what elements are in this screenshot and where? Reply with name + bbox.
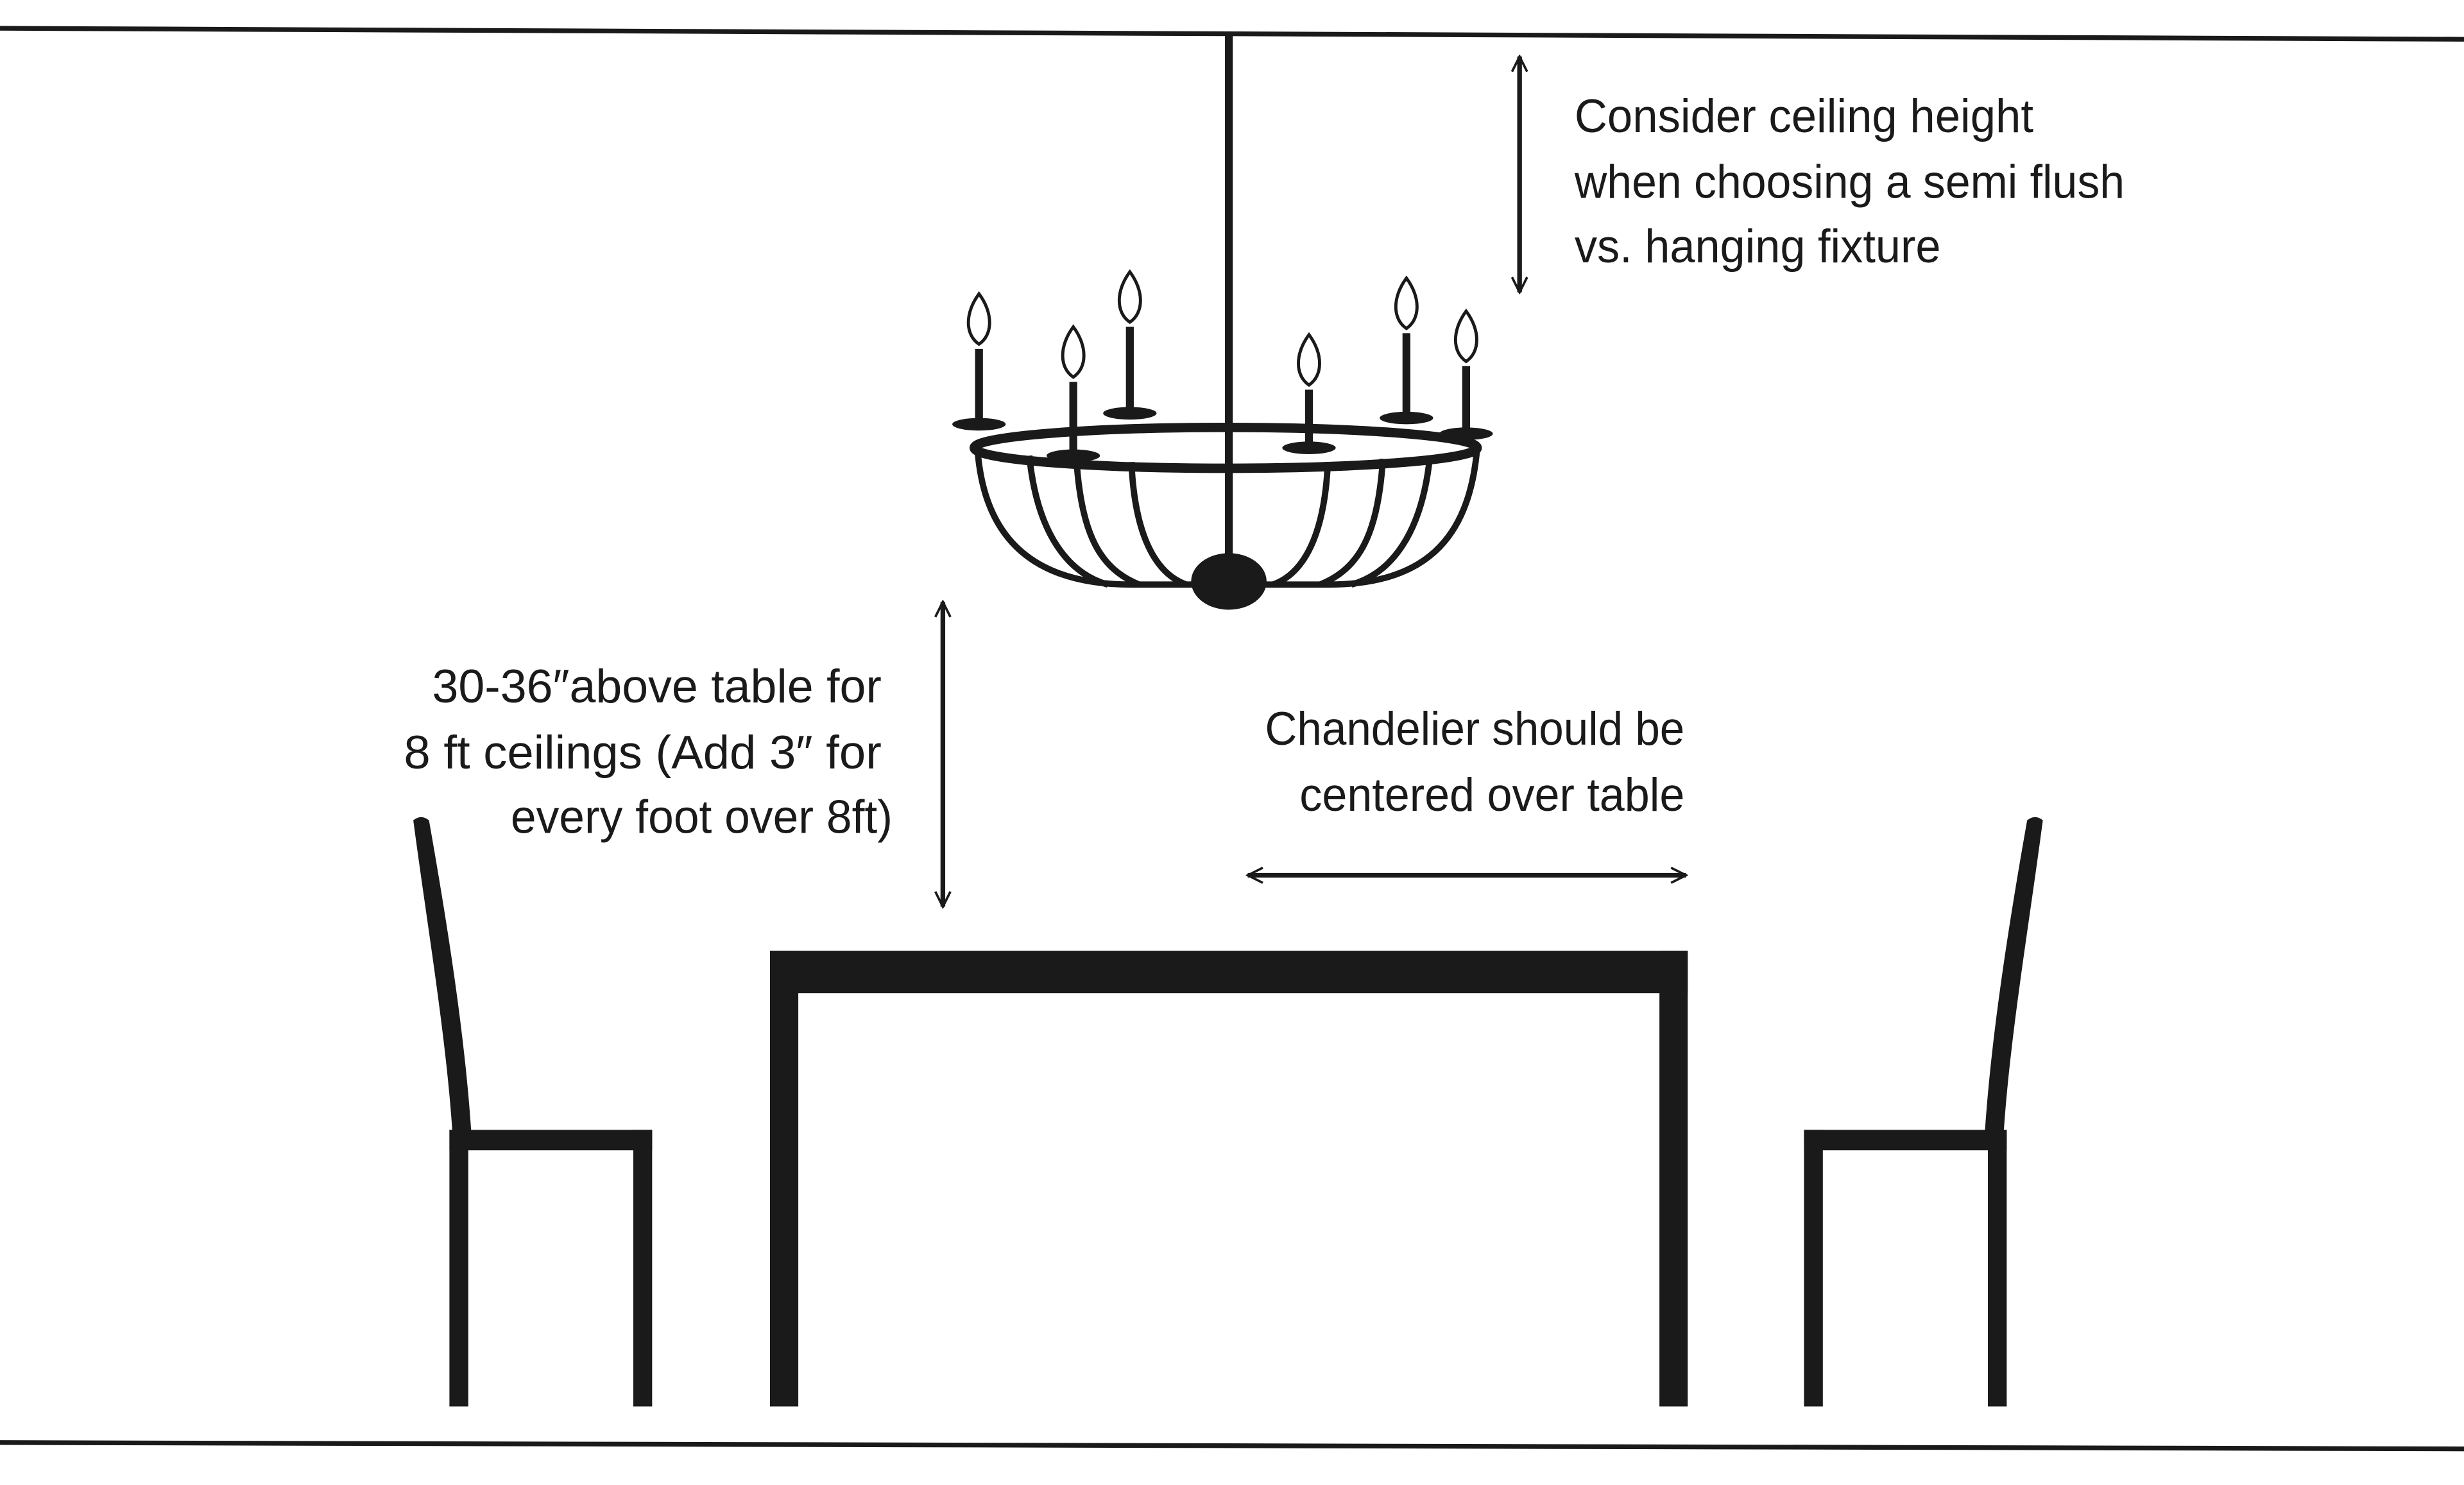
centered-note-line-1: Chandelier should be — [1265, 702, 1684, 755]
chandelier-ring — [970, 422, 1482, 473]
candle — [1380, 275, 1433, 425]
ceiling-note-line-2: when choosing a semi flush — [1574, 155, 2125, 208]
height-note-line-2: 8 ft ceilings (Add 3″ for — [404, 726, 881, 779]
dining-table — [770, 951, 1688, 1407]
left-chair — [413, 817, 653, 1407]
candle — [952, 291, 1006, 431]
chandelier-basket — [974, 447, 1480, 588]
height-note-line-1: 30-36″above table for — [432, 659, 881, 713]
centered-note-line-2: centered over table — [1299, 768, 1684, 821]
candle — [1439, 308, 1493, 440]
ceiling-line — [0, 26, 2464, 42]
candle — [1103, 269, 1157, 420]
candle — [1282, 332, 1336, 454]
ceiling-note-line-1: Consider ceiling height — [1575, 89, 2033, 142]
height-note-line-3: every foot over 8ft) — [511, 790, 893, 843]
chandelier-finial — [1191, 553, 1267, 610]
candle — [1047, 324, 1100, 462]
ceiling-note-line-3: vs. hanging fixture — [1575, 219, 1941, 273]
candles — [952, 269, 1493, 462]
right-chair — [1804, 817, 2043, 1407]
chandelier — [952, 34, 1493, 610]
floor-line — [0, 1440, 2464, 1452]
